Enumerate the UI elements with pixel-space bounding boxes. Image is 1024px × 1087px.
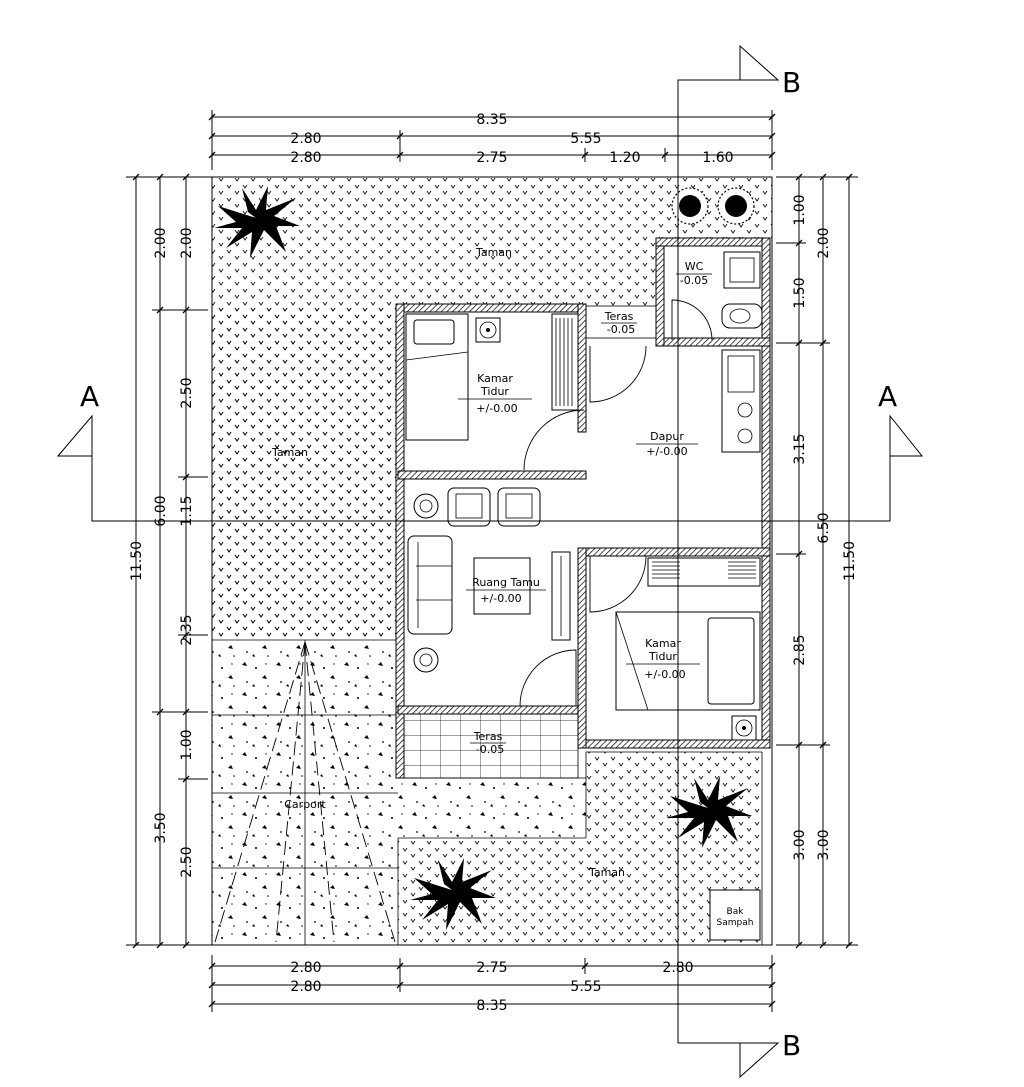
label-wc-level: -0.05: [680, 274, 708, 287]
teras-bottom-tiles: [404, 714, 578, 778]
shrub-icon-2: [717, 187, 755, 225]
section-b-top-label: B: [782, 66, 801, 99]
label-teras-top: Teras: [604, 310, 634, 323]
garden-left-area: [212, 306, 398, 640]
tv-cabinet: [551, 551, 571, 641]
wardrobe-2: [647, 557, 761, 587]
label-bak-sampah-line2: Sampah: [717, 918, 754, 928]
coffee-table: [473, 557, 531, 615]
label-dapur: Dapur: [650, 430, 684, 443]
section-a-right-label: A: [878, 380, 897, 413]
section-line-a: [56, 414, 924, 522]
plant-pot-2: [413, 647, 439, 673]
lamp-2: [731, 715, 757, 741]
bak-sampah-box: [709, 889, 761, 941]
label-kamar-tidur-2-line1: Kamar: [645, 637, 681, 650]
tree-icon-top-left: [214, 186, 300, 258]
dim-right-col2-3: 3.00: [816, 829, 832, 860]
label-dapur-level: +/-0.00: [646, 445, 687, 458]
label-wc: WC: [685, 260, 704, 273]
lamp-1: [475, 317, 501, 343]
dim-bottom-row2-2: 5.55: [570, 979, 601, 995]
teras-top-floor: [585, 305, 657, 339]
dim-right-total: 11.50: [842, 541, 858, 581]
label-kamar-tidur-2-line2: Tidur: [648, 650, 677, 663]
furniture: [405, 251, 763, 941]
chair-2: [497, 487, 541, 527]
shrub-icon-1: [671, 187, 709, 225]
toilet-wc: [721, 303, 763, 329]
dim-left-col3-6: 2.50: [179, 846, 195, 877]
dim-left-col3-1: 2.00: [179, 227, 195, 258]
dim-top-row3-1: 2.80: [290, 150, 321, 166]
dimension-lines: [126, 110, 858, 1012]
label-teras-bottom: Teras: [473, 730, 503, 743]
label-teras-bottom-level: -0.05: [476, 743, 504, 756]
dim-top-row3-3: 1.20: [609, 150, 640, 166]
section-line-b: [677, 44, 780, 1079]
dim-left-total: 11.50: [129, 541, 145, 581]
path-gravel: [398, 778, 586, 838]
dim-top-row2-2: 5.55: [570, 131, 601, 147]
chair-1: [447, 487, 491, 527]
label-taman-bottom: Taman: [588, 866, 625, 879]
dim-top-row3-2: 2.75: [476, 150, 507, 166]
label-kamar-tidur-1-line2: Tidur: [480, 385, 509, 398]
bed-1: [405, 313, 469, 441]
dim-top-total: 8.35: [476, 112, 507, 128]
label-ruang-tamu-level: +/-0.00: [480, 592, 521, 605]
dim-bottom-row1-3: 2.80: [662, 960, 693, 976]
label-bak-sampah-line1: Bak: [727, 907, 745, 917]
dim-top-row2-1: 2.80: [290, 131, 321, 147]
carport-guide-lines: [214, 641, 396, 943]
wardrobe-1: [551, 313, 579, 411]
label-teras-top-level: -0.05: [607, 323, 635, 336]
label-kamar-tidur-1-line1: Kamar: [477, 372, 513, 385]
dim-left-col2-2: 6.00: [153, 495, 169, 526]
plant-pot-1: [413, 493, 439, 519]
bed-2: [615, 611, 761, 711]
dim-left-col3-4: 2.35: [179, 614, 195, 645]
dim-bottom-total: 8.35: [476, 998, 507, 1014]
dim-left-col2-3: 3.50: [153, 812, 169, 843]
dim-right-col1-1: 1.00: [792, 194, 808, 225]
dim-right-col2-2: 6.50: [816, 512, 832, 543]
dim-bottom-row1-2: 2.75: [476, 960, 507, 976]
label-kamar-tidur-1-level: +/-0.00: [476, 402, 517, 415]
label-ruang-tamu: Ruang Tamu: [472, 576, 540, 589]
label-carport: Carport: [284, 798, 326, 811]
label-taman-top: Taman: [475, 246, 512, 259]
tree-icon-bottom-right: [666, 776, 752, 848]
kitchen-counter: [721, 349, 761, 453]
label-taman-left: Taman: [271, 446, 308, 459]
doors: [519, 299, 713, 707]
dim-right-col1-5: 3.00: [792, 829, 808, 860]
dim-top-row3-4: 1.60: [702, 150, 733, 166]
dim-bottom-row1-1: 2.80: [290, 960, 321, 976]
dim-right-col1-3: 3.15: [792, 433, 808, 464]
dim-left-col3-5: 1.00: [179, 729, 195, 760]
walls: [395, 237, 771, 779]
dim-bottom-row2-1: 2.80: [290, 979, 321, 995]
dimension-ticks: [132, 113, 853, 1008]
dim-left-col3-3: 1.15: [179, 495, 195, 526]
dim-right-col2-1: 2.00: [816, 227, 832, 258]
tree-icon-bottom-left: [410, 858, 496, 930]
label-kamar-tidur-2-level: +/-0.00: [644, 668, 685, 681]
section-a-left-label: A: [80, 380, 99, 413]
dim-left-col2-1: 2.00: [153, 227, 169, 258]
sink-wc: [723, 251, 761, 289]
sofa: [407, 535, 453, 635]
dim-left-col3-2: 2.50: [179, 377, 195, 408]
section-b-bottom-label: B: [782, 1029, 801, 1062]
dim-right-col1-4: 2.85: [792, 634, 808, 665]
dim-right-col1-2: 1.50: [792, 277, 808, 308]
